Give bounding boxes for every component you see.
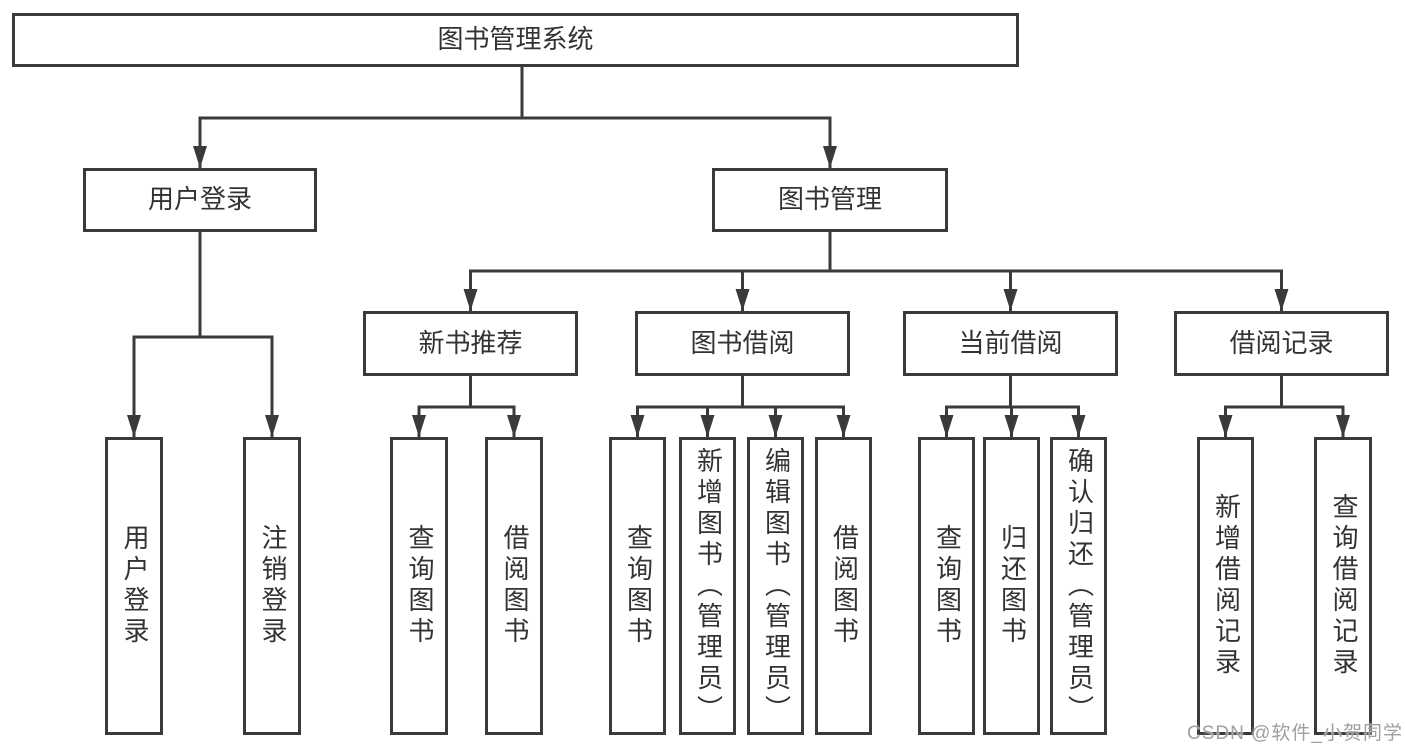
node-borrow-records-label: 借阅记录 xyxy=(1229,327,1334,358)
leaf-confirm-return-admin: 确认归还（管理员） xyxy=(1050,437,1107,735)
leaf-query-borrow-record-label: 查询借阅记录 xyxy=(1328,493,1359,679)
node-current-borrow-label: 当前借阅 xyxy=(958,327,1063,358)
leaf-query-borrow-record: 查询借阅记录 xyxy=(1314,437,1372,735)
leaf-add-borrow-record-label: 新增借阅记录 xyxy=(1211,493,1242,679)
wire-root-split xyxy=(198,65,832,120)
leaf-logout: 注销登录 xyxy=(243,437,301,735)
leaf-edit-books-admin-label: 编辑图书（管理员） xyxy=(761,446,792,726)
node-current-borrow: 当前借阅 xyxy=(903,311,1118,376)
node-new-book-recommend-label: 新书推荐 xyxy=(418,327,523,358)
leaf-query-books-recommend-label: 查询图书 xyxy=(404,524,435,648)
watermark: CSDN @软件_小贺同学 xyxy=(1187,723,1403,744)
node-user-login-label: 用户登录 xyxy=(147,184,252,215)
leaf-user-login: 用户登录 xyxy=(105,437,163,735)
node-user-login: 用户登录 xyxy=(83,168,317,232)
node-root-label: 图书管理系统 xyxy=(437,24,594,55)
node-book-management-label: 图书管理 xyxy=(777,184,882,215)
leaf-logout-label: 注销登录 xyxy=(257,524,288,648)
wire-current-borrow-split xyxy=(945,374,1080,409)
leaf-borrow-books-label: 借阅图书 xyxy=(829,524,860,648)
wire-borrow-records-split xyxy=(1224,374,1345,409)
leaf-query-books-borrow: 查询图书 xyxy=(609,437,666,735)
node-root: 图书管理系统 xyxy=(12,13,1019,67)
leaf-query-books-borrow-label: 查询图书 xyxy=(623,524,654,648)
wire-user-login-split xyxy=(132,230,274,339)
leaf-edit-books-admin: 编辑图书（管理员） xyxy=(747,437,804,735)
node-book-borrow-label: 图书借阅 xyxy=(690,327,795,358)
leaf-add-books-admin: 新增图书（管理员） xyxy=(679,437,736,735)
wire-book-management-split xyxy=(469,230,1283,273)
leaf-query-books-current-label: 查询图书 xyxy=(932,524,963,648)
leaf-return-books-label: 归还图书 xyxy=(997,524,1028,648)
leaf-query-books-recommend: 查询图书 xyxy=(390,437,448,735)
node-book-borrow: 图书借阅 xyxy=(635,311,850,376)
node-borrow-records: 借阅记录 xyxy=(1174,311,1389,376)
leaf-query-books-current: 查询图书 xyxy=(918,437,975,735)
node-book-management: 图书管理 xyxy=(712,168,948,232)
leaf-return-books: 归还图书 xyxy=(983,437,1040,735)
leaf-add-borrow-record: 新增借阅记录 xyxy=(1197,437,1254,735)
wire-book-borrow-split xyxy=(636,374,845,409)
node-new-book-recommend: 新书推荐 xyxy=(363,311,578,376)
leaf-borrow-books: 借阅图书 xyxy=(815,437,872,735)
leaf-confirm-return-admin-label: 确认归还（管理员） xyxy=(1064,446,1095,726)
leaf-borrow-books-recommend-label: 借阅图书 xyxy=(499,524,530,648)
wire-new-book-split xyxy=(417,374,516,409)
leaf-user-login-label: 用户登录 xyxy=(119,524,150,648)
leaf-borrow-books-recommend: 借阅图书 xyxy=(485,437,543,735)
leaf-add-books-admin-label: 新增图书（管理员） xyxy=(693,446,724,726)
